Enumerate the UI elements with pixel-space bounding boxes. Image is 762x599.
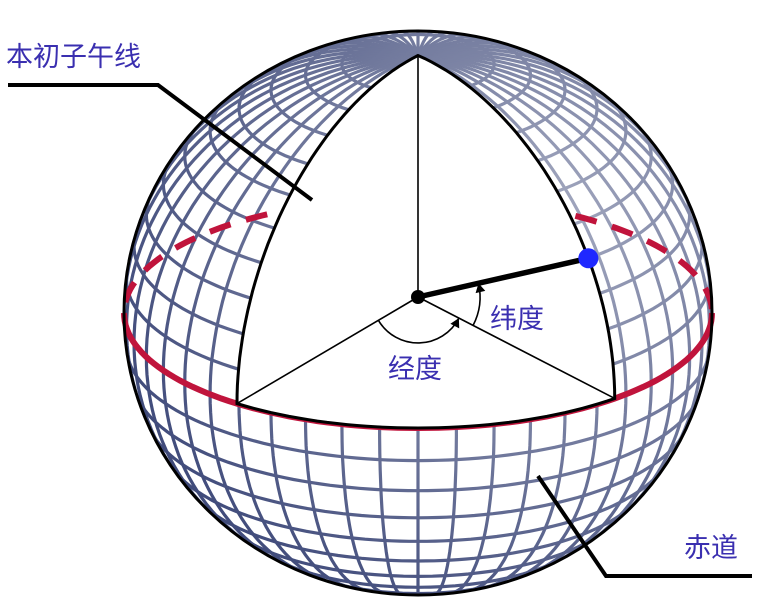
prime-meridian-label: 本初子午线 xyxy=(6,42,141,73)
longitude-label: 经度 xyxy=(388,354,442,385)
equator-leader xyxy=(536,474,752,578)
latitude-arrowhead xyxy=(475,283,486,294)
latitude-label: 纬度 xyxy=(490,304,544,335)
wedge-inner-lines xyxy=(236,55,616,405)
equator-back-dashed xyxy=(124,195,712,310)
longitude-angle-arc xyxy=(377,317,460,344)
equator-label: 赤道 xyxy=(684,533,738,564)
sphere-outline xyxy=(122,29,714,597)
longitude-arrowhead xyxy=(450,318,460,329)
latitude-radius xyxy=(415,255,592,300)
prime-meridian-leader xyxy=(8,83,314,202)
center-point xyxy=(411,290,425,304)
leader-lines xyxy=(8,83,752,578)
meridian-radius-line xyxy=(236,296,419,405)
latitude-point xyxy=(578,248,599,269)
longitude-radius-line xyxy=(417,296,616,400)
